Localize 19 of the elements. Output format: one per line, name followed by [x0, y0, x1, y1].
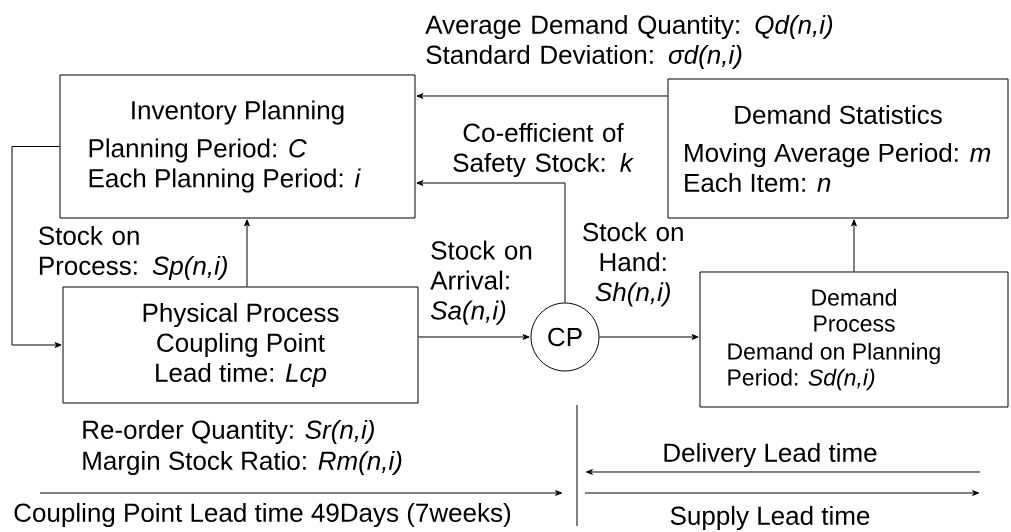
dimension-label: Coupling Point Lead time 49Days (7weeks) [14, 502, 511, 528]
edge-label: Average Demand Quantity: Qd(n,i) Standard Deviation: σd(n,i) [425, 14, 833, 70]
variable-label: Margin Stock Ratio: Rm(n,i) [83, 450, 402, 476]
arrow [599, 334, 699, 340]
arrow [244, 219, 250, 287]
arrow [418, 334, 530, 340]
dimension-label: Delivery Lead time [664, 442, 877, 468]
edge-label: Stock on Arrival: Sa(n,i) [430, 240, 532, 325]
arrow [851, 219, 857, 272]
arrow [11, 146, 62, 348]
edge-label: Stock on Process: Sp(n,i) [39, 225, 227, 281]
statistics-box: Demand Statistics Moving Average Period: m Each Item: n [667, 78, 1009, 219]
arrow [416, 93, 668, 99]
arrow [416, 180, 566, 303]
planning-box: Inventory Planning Planning Period: C Each Planning Period: i [59, 74, 416, 219]
demand-process-box: Demand Process Demand on Planning Period: Sd(n,i) [699, 271, 1009, 408]
process-box: Physical Process Coupling Point Lead time: Lcp [62, 286, 419, 404]
dimension-label: Supply Lead time [670, 505, 870, 531]
variable-label: Co-efficient of Safety Stock: k [453, 122, 634, 178]
